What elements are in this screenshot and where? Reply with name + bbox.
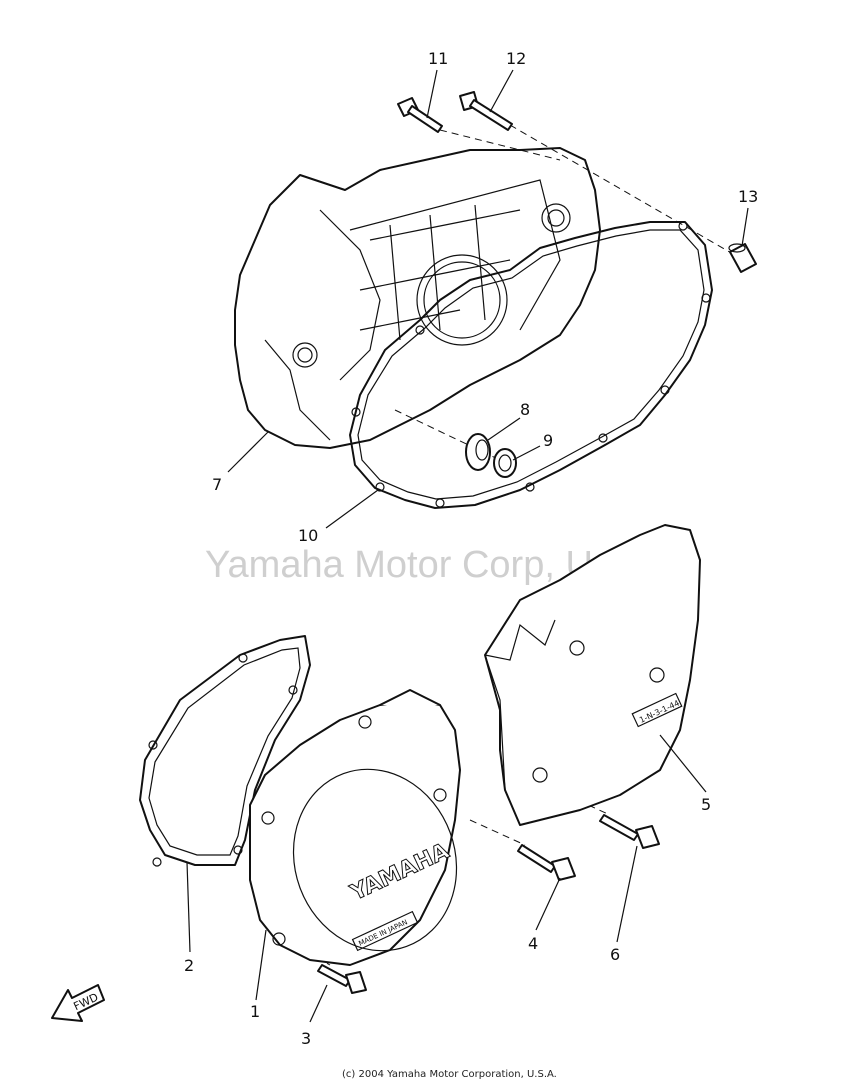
- stator-cover: YAMAHA MADE IN JAPAN: [249, 689, 461, 966]
- callout-4: 4: [528, 934, 538, 953]
- bolt-6: [599, 814, 660, 849]
- callout-11: 11: [428, 49, 448, 68]
- crankcase-gasket: [349, 221, 713, 509]
- washer-9: [493, 448, 517, 478]
- forward-arrow-icon: FWD: [51, 984, 105, 1022]
- callout-9: 9: [543, 431, 553, 450]
- callout-3: 3: [301, 1029, 311, 1048]
- callout-2: 2: [184, 956, 194, 975]
- callout-10: 10: [298, 526, 318, 545]
- oil-seal-8: [465, 433, 491, 471]
- bolt-11: [397, 97, 443, 133]
- bolt-12: [459, 91, 513, 131]
- callout-13: 13: [738, 187, 758, 206]
- bolt-3: [317, 964, 367, 994]
- stator-cover-gasket: [139, 635, 311, 867]
- callout-6: 6: [610, 945, 620, 964]
- callout-7: 7: [212, 475, 222, 494]
- bolt-4: [517, 844, 576, 881]
- dowel-pin-13: [728, 243, 757, 273]
- callout-1: 1: [250, 1002, 260, 1021]
- copyright-text: (c) 2004 Yamaha Motor Corporation, U.S.A…: [342, 1069, 557, 1080]
- callout-8: 8: [520, 400, 530, 419]
- cover-5: 1-N-3-1-44: [484, 524, 701, 826]
- callout-5: 5: [701, 795, 711, 814]
- callout-12: 12: [506, 49, 526, 68]
